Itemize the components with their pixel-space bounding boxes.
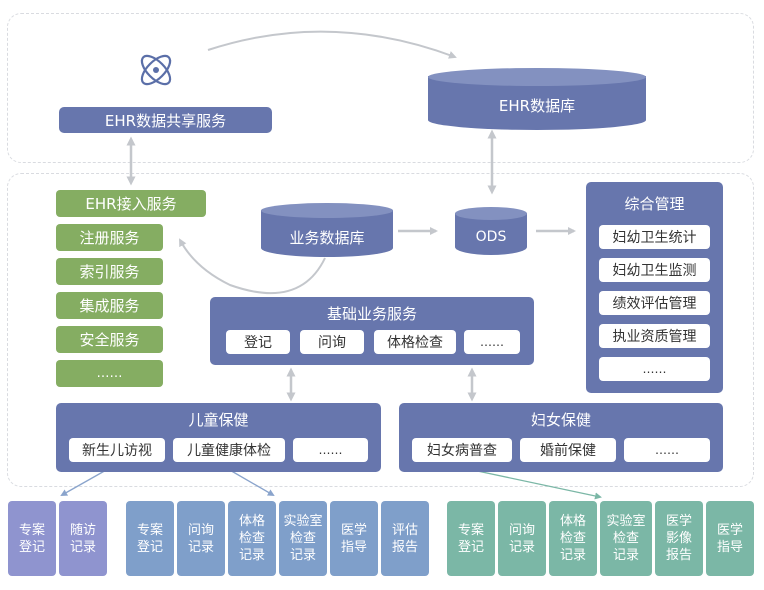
- mgmt-item-monitoring: 妇幼卫生监测: [599, 258, 710, 282]
- record-g2-assessment: 评估 报告: [381, 501, 429, 576]
- record-g1-case-register: 专案 登记: [8, 501, 56, 576]
- business-database: 业务数据库: [261, 203, 393, 257]
- women-health-panel: 妇女保健 妇女病普查 婚前保健 ……: [399, 403, 723, 472]
- arrow-women-records: [467, 468, 602, 500]
- record-g2-physical-exam: 体格 检查 记录: [228, 501, 276, 576]
- record-g3-medical-guidance: 医学 指导: [706, 501, 754, 576]
- arrow-child-records-2: [227, 468, 275, 497]
- women-health-title: 妇女保健: [530, 410, 591, 429]
- base-item-more: ……: [464, 330, 520, 354]
- ods-label: ODS: [475, 229, 507, 245]
- record-g2-lab-exam: 实验室 检查 记录: [279, 501, 327, 576]
- base-services-panel: 基础业务服务 登记 问询 体格检查 ……: [210, 297, 534, 365]
- security-service: 安全服务: [56, 326, 163, 353]
- arrow-child-records-1: [60, 468, 109, 496]
- record-g2-case-register: 专案 登记: [126, 501, 174, 576]
- ehr-database: EHR数据库: [428, 68, 646, 130]
- index-service: 索引服务: [56, 258, 163, 285]
- access-more: ……: [56, 360, 163, 387]
- record-g2-inquiry: 问询 记录: [177, 501, 225, 576]
- bottom-frame: [7, 173, 754, 487]
- mgmt-item-statistics: 妇幼卫生统计: [599, 225, 710, 249]
- management-title: 综合管理: [624, 194, 685, 213]
- ods-database: ODS: [455, 207, 527, 255]
- ehr-share-service: EHR数据共享服务: [59, 107, 272, 133]
- integration-service: 集成服务: [56, 292, 163, 319]
- mgmt-item-qualification: 执业资质管理: [599, 324, 710, 348]
- mgmt-item-performance: 绩效评估管理: [599, 291, 710, 315]
- base-item-physical-exam: 体格检查: [374, 330, 456, 354]
- base-item-register: 登记: [226, 330, 290, 354]
- ehr-access-service: EHR接入服务: [56, 190, 206, 217]
- record-g2-medical-guidance: 医学 指导: [330, 501, 378, 576]
- curve-arrow-bizdb-access: [179, 238, 326, 294]
- curve-arrow-top: [207, 30, 457, 59]
- management-panel: 综合管理 妇幼卫生统计 妇幼卫生监测 绩效评估管理 执业资质管理 ……: [586, 182, 723, 393]
- record-g1-followup: 随访 记录: [59, 501, 107, 576]
- child-health-panel: 儿童保健 新生儿访视 儿童健康体检 ……: [56, 403, 381, 472]
- record-g3-physical-exam: 体格 检查 记录: [549, 501, 597, 576]
- record-g3-case-register: 专案 登记: [447, 501, 495, 576]
- mgmt-item-more: ……: [599, 357, 710, 381]
- child-item-health-check: 儿童健康体检: [173, 438, 285, 462]
- ehr-database-label: EHR数据库: [498, 96, 576, 115]
- business-database-label: 业务数据库: [289, 228, 365, 247]
- atom-icon: [140, 54, 172, 86]
- top-frame: [7, 13, 754, 163]
- women-item-premarital: 婚前保健: [520, 438, 616, 462]
- base-item-inquiry: 问询: [300, 330, 364, 354]
- child-item-newborn-visit: 新生儿访视: [69, 438, 165, 462]
- register-service: 注册服务: [56, 224, 163, 251]
- women-item-more: ……: [624, 438, 710, 462]
- record-g3-inquiry: 问询 记录: [498, 501, 546, 576]
- child-item-more: ……: [293, 438, 368, 462]
- record-g3-lab-exam: 实验室 检查 记录: [600, 501, 652, 576]
- record-g3-imaging-report: 医学 影像 报告: [655, 501, 703, 576]
- base-services-title: 基础业务服务: [326, 304, 417, 323]
- women-item-screening: 妇女病普查: [412, 438, 512, 462]
- child-health-title: 儿童保健: [188, 410, 249, 429]
